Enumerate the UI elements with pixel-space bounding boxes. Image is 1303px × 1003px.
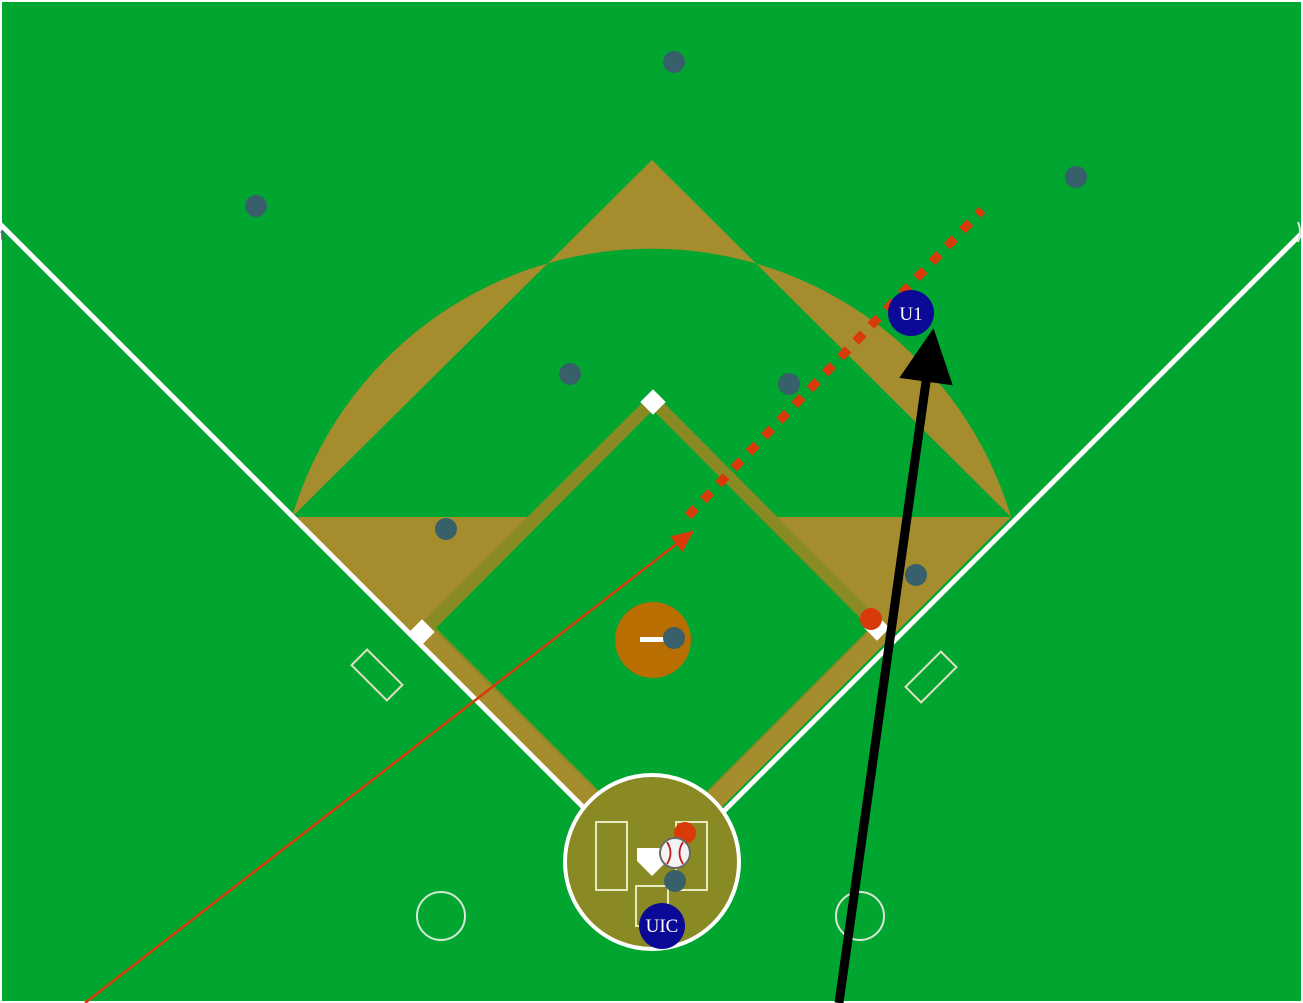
umpire-marker-u1: U1 bbox=[888, 290, 934, 336]
umpire-u1-label: U1 bbox=[899, 304, 922, 325]
pitchers-rubber bbox=[640, 637, 666, 642]
fielder-marker-first-base bbox=[905, 564, 927, 586]
fielder-marker-right-field bbox=[1065, 166, 1087, 188]
fielder-marker-second-base bbox=[778, 373, 800, 395]
umpire-uic-label: UIC bbox=[646, 916, 679, 937]
left-edge-fragment: t bbox=[0, 227, 5, 244]
fielder-marker-shortstop bbox=[559, 363, 581, 385]
fielder-marker-third-base bbox=[435, 518, 457, 540]
fielder-marker-center-field bbox=[663, 51, 685, 73]
fielder-marker-left-field bbox=[245, 195, 267, 217]
runner-marker-first-base bbox=[860, 608, 882, 630]
umpire-marker-uic: UIC bbox=[639, 903, 685, 949]
fielder-marker-pitcher bbox=[663, 627, 685, 649]
baseball-icon bbox=[660, 838, 690, 868]
fielder-marker-catcher bbox=[664, 870, 686, 892]
